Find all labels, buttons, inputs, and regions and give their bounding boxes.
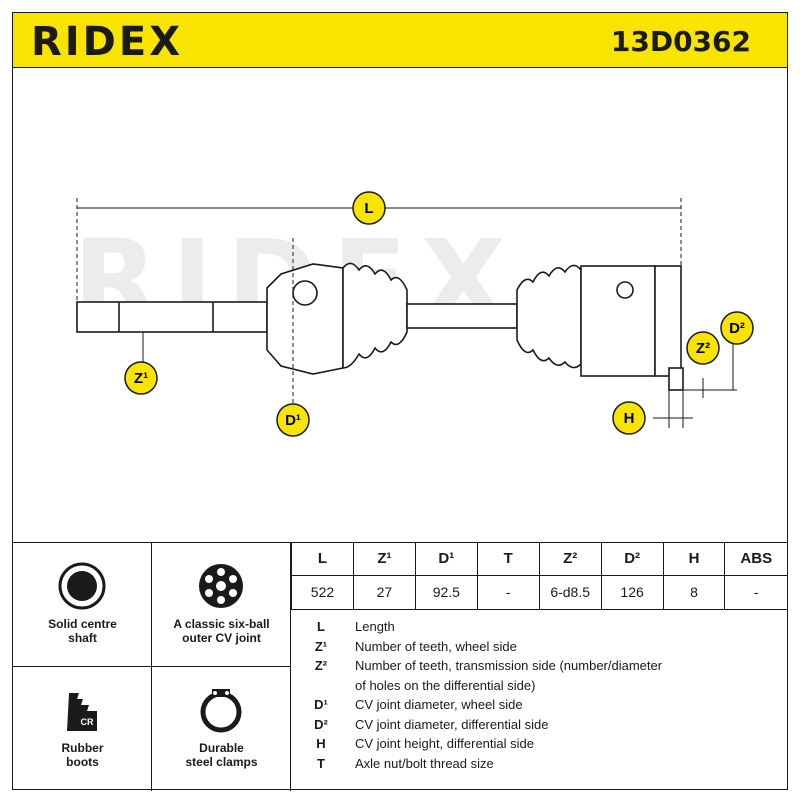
label-d1: D¹ (285, 412, 301, 429)
inner-cv-joint (580, 265, 656, 377)
feature-label: Durable steel clamps (185, 741, 258, 769)
spec-header: ABS (724, 543, 787, 576)
legend-key: T (317, 755, 325, 771)
label-d2-marker (720, 311, 754, 345)
legend-text: Length (355, 619, 395, 634)
legend-text: Number of teeth, transmission side (numb… (355, 658, 663, 673)
legend-row: of holes on the differential side) (291, 676, 789, 696)
feature-label: Solid centre shaft (48, 617, 117, 645)
legend-row: L Length (291, 617, 789, 637)
spec-value: - (724, 574, 787, 610)
label-l: L (364, 200, 373, 217)
part-number: 13D0362 (610, 25, 751, 58)
label-z1: Z¹ (134, 370, 148, 387)
spec-header: T (476, 543, 540, 576)
legend-text: CV joint diameter, wheel side (355, 697, 523, 712)
feature-rubber-boots: CR Rubber boots (13, 667, 152, 791)
legend-key: D² (314, 716, 328, 732)
feature-label: Rubber boots (61, 741, 104, 769)
technical-drawing: RIDEX (12, 68, 788, 542)
legend-text: CV joint diameter, differential side (355, 716, 549, 732)
legend-key: Z¹ (314, 638, 328, 654)
spec-table: L Z¹ D¹ T Z² D² H ABS 522 27 92.5 - 6-d8… (291, 543, 787, 610)
feature-solid-shaft: Solid centre shaft (13, 543, 152, 667)
spec-value: 126 (600, 574, 664, 610)
label-z1-marker (124, 361, 158, 395)
spec-value-row: 522 27 92.5 - 6-d8.5 126 8 - (291, 574, 787, 610)
spec-panel: Solid centre shaft A classic six-ball ou… (12, 542, 789, 791)
legend-row: H CV joint height, differential side (291, 734, 789, 754)
legend-row: D¹ CV joint diameter, wheel side (291, 695, 789, 715)
label-l-marker (352, 191, 386, 225)
label-z2: Z² (696, 340, 710, 357)
feature-label: A classic six-ball outer CV joint (173, 617, 270, 645)
steel-clamp-icon (200, 689, 242, 733)
six-ball-joint-icon (199, 564, 243, 608)
legend-row: T Axle nut/bolt thread size (291, 754, 789, 774)
spec-value: 8 (662, 574, 726, 610)
spec-header: Z¹ (352, 543, 416, 576)
spec-value: 27 (352, 574, 416, 610)
label-h-marker (612, 401, 646, 435)
spec-header: D² (600, 543, 664, 576)
label-h: H (624, 410, 635, 427)
legend-key: H (316, 736, 326, 751)
rubber-boot-icon: CR (67, 693, 97, 731)
spec-value: - (476, 574, 540, 610)
spec-header: H (662, 543, 726, 576)
brand-logo: RIDEX (31, 19, 184, 65)
label-z2-marker (686, 331, 720, 365)
header-bar: RIDEX 13D0362 (12, 12, 788, 68)
inner-boot (516, 264, 582, 369)
cr-badge: CR (81, 717, 94, 727)
legend: L Length Z¹ Number of teeth, wheel side Z²… (291, 617, 789, 773)
spec-header-row: L Z¹ D¹ T Z² D² H ABS (291, 543, 787, 576)
outer-boot (342, 262, 408, 369)
legend-text: of holes on the differential side) (355, 677, 536, 693)
spec-value: 6-d8.5 (538, 574, 602, 610)
legend-text: Axle nut/bolt thread size (355, 755, 494, 771)
spec-header: D¹ (414, 543, 478, 576)
label-d2: D² (729, 320, 745, 337)
feature-steel-clamps: Durable steel clamps (152, 667, 291, 791)
spec-value: 92.5 (414, 574, 478, 610)
legend-row: Z² Number of teeth, transmission side (nu… (291, 656, 789, 676)
legend-row: Z¹ Number of teeth, wheel side (291, 637, 789, 657)
label-d1-marker (276, 403, 310, 437)
feature-six-ball: A classic six-ball outer CV joint (152, 543, 291, 667)
drive-shaft-drawing: RIDEX (73, 191, 754, 437)
legend-text: CV joint height, differential side (355, 736, 534, 751)
solid-shaft-icon (58, 562, 106, 610)
spec-value: 522 (291, 574, 354, 610)
centre-shaft (406, 303, 518, 329)
wheel-stub-shaft (76, 301, 268, 333)
legend-key: D¹ (314, 697, 328, 712)
legend-key: Z² (314, 658, 328, 673)
spec-header: L (291, 543, 354, 576)
legend-key: L (317, 619, 325, 634)
spec-header: Z² (538, 543, 602, 576)
legend-row: D² CV joint diameter, differential side (291, 715, 789, 735)
legend-text: Number of teeth, wheel side (355, 638, 517, 654)
